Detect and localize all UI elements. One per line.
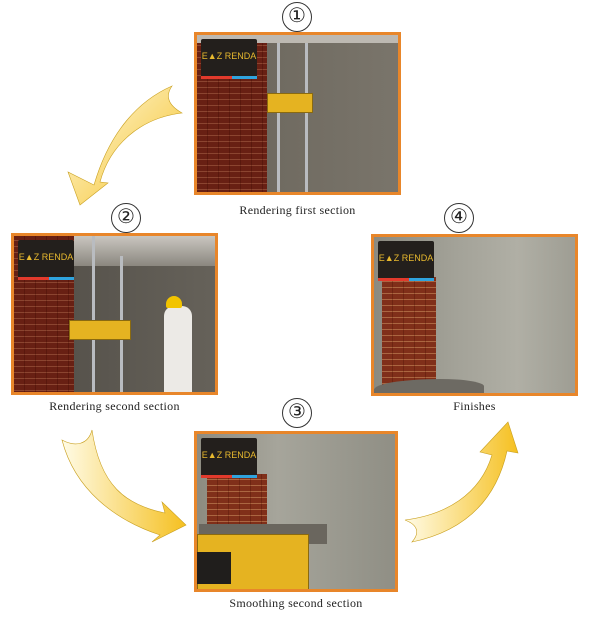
step-4-caption: Finishes xyxy=(453,399,496,413)
step-2-caption: Rendering second section xyxy=(49,399,180,413)
brand-logo: E▲Z RENDA xyxy=(201,438,257,478)
step-3-caption: Smoothing second section xyxy=(229,596,363,610)
brand-logo: E▲Z RENDA xyxy=(378,241,434,281)
arrow-3-to-4 xyxy=(404,421,519,543)
step-2-number: ② xyxy=(111,203,141,233)
arrow-1-to-2 xyxy=(67,85,183,206)
brand-logo: E▲Z RENDA xyxy=(201,39,257,79)
step-4-photo: E▲Z RENDA xyxy=(371,234,578,396)
step-1-photo: E▲Z RENDA xyxy=(194,32,401,195)
step-2-photo: E▲Z RENDA xyxy=(11,233,218,395)
step-1-caption: Rendering first section xyxy=(239,203,356,217)
brand-logo: E▲Z RENDA xyxy=(18,240,74,280)
step-3-number: ③ xyxy=(282,398,312,428)
step-4-number: ④ xyxy=(444,203,474,233)
arrow-2-to-3 xyxy=(61,429,187,543)
step-3-photo: E▲Z RENDA xyxy=(194,431,398,592)
step-1-number: ① xyxy=(282,2,312,32)
